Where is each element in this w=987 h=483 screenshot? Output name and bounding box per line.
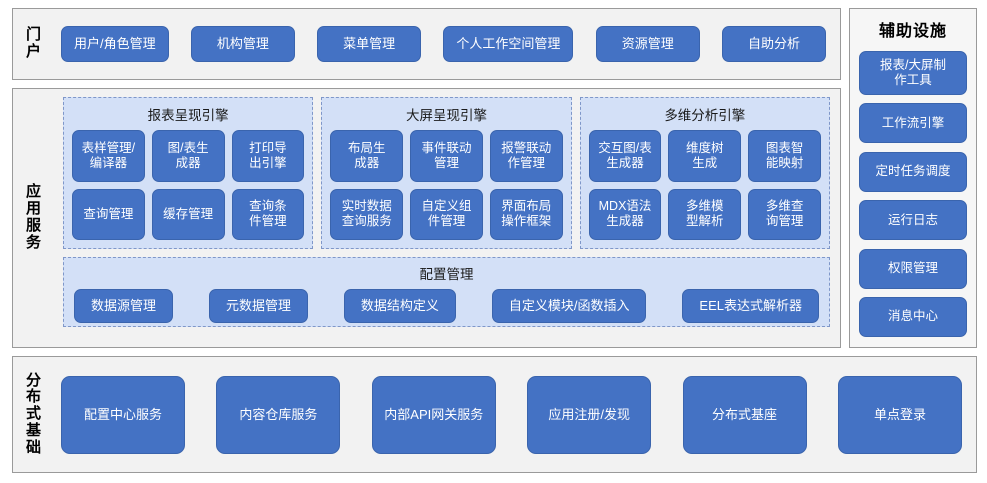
distributed-base-section-label-text: 分布式基础 bbox=[25, 371, 42, 456]
engines-row: 报表呈现引擎 表样管理/ 编译器 图/表生 成器 打印导 出引擎 查询管理 缓存… bbox=[63, 97, 830, 249]
base-item-internal-api-gateway-service[interactable]: 内部API网关服务 bbox=[371, 375, 496, 454]
portal-item-user-role-management[interactable]: 用户/角色管理 bbox=[61, 26, 169, 62]
report-item-template-management-compiler[interactable]: 表样管理/ 编译器 bbox=[72, 130, 145, 182]
engine-group-olap-items: 交互图/表 生成器 维度树 生成 图表智 能映射 MDX语法 生成器 多维模 型… bbox=[588, 130, 821, 240]
aux-item-report-bigscreen-authoring-tool[interactable]: 报表/大屏制 作工具 bbox=[859, 51, 967, 95]
aux-item-runtime-log[interactable]: 运行日志 bbox=[859, 200, 967, 241]
bigscreen-item-event-linkage-management[interactable]: 事件联动 管理 bbox=[410, 130, 483, 182]
distributed-base-section-label: 分布式基础 bbox=[13, 357, 55, 472]
base-item-config-center-service[interactable]: 配置中心服务 bbox=[61, 375, 185, 454]
application-services-section-label: 应用服务 bbox=[13, 89, 55, 347]
base-item-single-sign-on[interactable]: 单点登录 bbox=[837, 375, 962, 454]
bigscreen-item-realtime-data-query-service[interactable]: 实时数据 查询服务 bbox=[330, 188, 404, 240]
application-services-section: 应用服务 报表呈现引擎 表样管理/ 编译器 图/表生 成器 打印导 出引擎 查询… bbox=[12, 88, 841, 348]
engine-group-report-items: 表样管理/ 编译器 图/表生 成器 打印导 出引擎 查询管理 缓存管理 查询条 … bbox=[72, 130, 305, 240]
aux-item-message-center[interactable]: 消息中心 bbox=[859, 296, 967, 337]
engine-group-bigscreen-items: 布局生 成器 事件联动 管理 报警联动 作管理 实时数据 查询服务 自定义组 件… bbox=[330, 130, 563, 240]
report-item-query-condition-management[interactable]: 查询条 件管理 bbox=[231, 188, 305, 240]
aux-item-permission-management[interactable]: 权限管理 bbox=[859, 248, 967, 289]
application-services-body: 报表呈现引擎 表样管理/ 编译器 图/表生 成器 打印导 出引擎 查询管理 缓存… bbox=[55, 89, 840, 347]
portal-section-label: 门户 bbox=[13, 9, 55, 79]
olap-item-chart-smart-mapping[interactable]: 图表智 能映射 bbox=[748, 130, 821, 182]
bigscreen-item-alarm-linkage-action-management[interactable]: 报警联动 作管理 bbox=[489, 130, 563, 182]
engine-group-olap: 多维分析引擎 交互图/表 生成器 维度树 生成 图表智 能映射 MDX语法 生成… bbox=[579, 97, 830, 249]
top-area: 门户 用户/角色管理 机构管理 菜单管理 个人工作空间管理 资源管理 自助分析 … bbox=[12, 8, 977, 348]
bigscreen-item-ui-layout-framework[interactable]: 界面布局 操作框架 bbox=[489, 188, 563, 240]
engine-group-olap-title: 多维分析引擎 bbox=[664, 108, 746, 123]
portal-item-personal-workspace-management[interactable]: 个人工作空间管理 bbox=[443, 26, 574, 62]
olap-item-mdx-syntax-generator[interactable]: MDX语法 生成器 bbox=[588, 188, 662, 240]
report-item-query-management[interactable]: 查询管理 bbox=[72, 188, 145, 240]
config-item-data-structure-definition[interactable]: 数据结构定义 bbox=[343, 289, 456, 323]
portal-button-row: 用户/角色管理 机构管理 菜单管理 个人工作空间管理 资源管理 自助分析 bbox=[55, 9, 840, 79]
config-item-datasource-management[interactable]: 数据源管理 bbox=[74, 289, 174, 323]
report-item-cache-management[interactable]: 缓存管理 bbox=[151, 188, 225, 240]
report-item-print-export-engine[interactable]: 打印导 出引擎 bbox=[231, 130, 305, 182]
left-column: 门户 用户/角色管理 机构管理 菜单管理 个人工作空间管理 资源管理 自助分析 … bbox=[12, 8, 841, 348]
bigscreen-item-layout-generator[interactable]: 布局生 成器 bbox=[330, 130, 404, 182]
auxiliary-facilities-list: 报表/大屏制 作工具 工作流引擎 定时任务调度 运行日志 权限管理 消息中心 bbox=[859, 51, 967, 337]
application-services-section-label-text: 应用服务 bbox=[25, 183, 42, 251]
portal-item-self-service-analysis[interactable]: 自助分析 bbox=[721, 26, 826, 62]
base-item-content-repository-service[interactable]: 内容仓库服务 bbox=[216, 375, 341, 454]
bigscreen-item-custom-component-management[interactable]: 自定义组 件管理 bbox=[410, 188, 483, 240]
engine-group-bigscreen: 大屏呈现引擎 布局生 成器 事件联动 管理 报警联动 作管理 实时数据 查询服务… bbox=[321, 97, 572, 249]
config-management-title: 配置管理 bbox=[419, 267, 474, 282]
olap-item-interactive-chart-table-generator[interactable]: 交互图/表 生成器 bbox=[588, 130, 662, 182]
portal-item-organization-management[interactable]: 机构管理 bbox=[190, 26, 295, 62]
config-management-group: 配置管理 数据源管理 元数据管理 数据结构定义 自定义模块/函数插入 EEL表达… bbox=[63, 257, 830, 327]
config-item-eel-expression-parser[interactable]: EEL表达式解析器 bbox=[682, 289, 819, 323]
engine-group-report: 报表呈现引擎 表样管理/ 编译器 图/表生 成器 打印导 出引擎 查询管理 缓存… bbox=[63, 97, 314, 249]
config-item-custom-module-function-insert[interactable]: 自定义模块/函数插入 bbox=[491, 289, 647, 323]
base-item-app-registration-discovery[interactable]: 应用注册/发现 bbox=[527, 375, 652, 454]
engine-group-report-title: 报表呈现引擎 bbox=[147, 108, 229, 123]
portal-item-menu-management[interactable]: 菜单管理 bbox=[317, 26, 422, 62]
base-item-distributed-foundation[interactable]: 分布式基座 bbox=[682, 375, 807, 454]
portal-section: 门户 用户/角色管理 机构管理 菜单管理 个人工作空间管理 资源管理 自助分析 bbox=[12, 8, 841, 80]
config-management-items: 数据源管理 元数据管理 数据结构定义 自定义模块/函数插入 EEL表达式解析器 bbox=[74, 289, 819, 323]
aux-item-workflow-engine[interactable]: 工作流引擎 bbox=[859, 103, 967, 144]
olap-item-multidimensional-query-management[interactable]: 多维查 询管理 bbox=[748, 188, 821, 240]
portal-section-label-text: 门户 bbox=[25, 26, 42, 60]
olap-item-dimension-tree-generation[interactable]: 维度树 生成 bbox=[668, 130, 742, 182]
distributed-base-button-row: 配置中心服务 内容仓库服务 内部API网关服务 应用注册/发现 分布式基座 单点… bbox=[55, 357, 976, 472]
aux-item-scheduled-task-scheduling[interactable]: 定时任务调度 bbox=[859, 151, 967, 192]
auxiliary-facilities-section: 辅助设施 报表/大屏制 作工具 工作流引擎 定时任务调度 运行日志 权限管理 消… bbox=[849, 8, 977, 348]
olap-item-multidimensional-model-parsing[interactable]: 多维模 型解析 bbox=[668, 188, 742, 240]
report-item-chart-table-generator[interactable]: 图/表生 成器 bbox=[151, 130, 225, 182]
portal-item-resource-management[interactable]: 资源管理 bbox=[595, 26, 700, 62]
auxiliary-facilities-title: 辅助设施 bbox=[878, 23, 947, 40]
config-item-metadata-management[interactable]: 元数据管理 bbox=[208, 289, 308, 323]
distributed-base-section: 分布式基础 配置中心服务 内容仓库服务 内部API网关服务 应用注册/发现 分布… bbox=[12, 356, 977, 473]
engine-group-bigscreen-title: 大屏呈现引擎 bbox=[405, 108, 487, 123]
